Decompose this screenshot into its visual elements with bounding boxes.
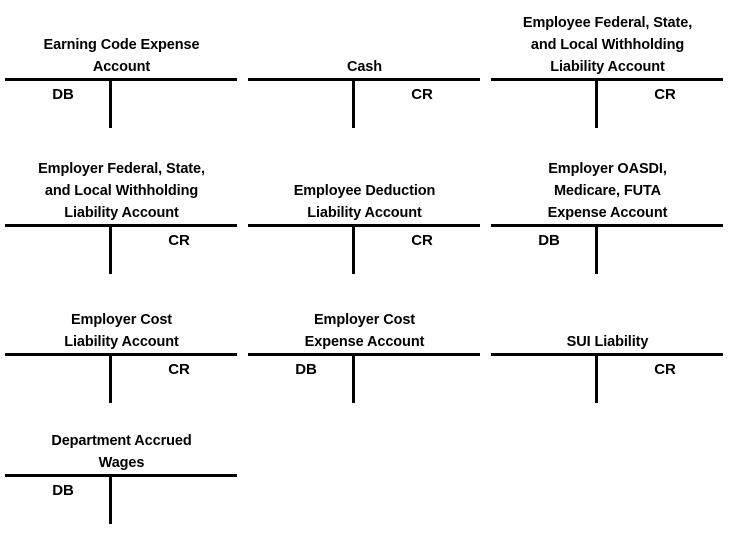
t-account-credit-label: CR: [411, 232, 433, 249]
t-account-title: Employee Deduction Liability Account: [293, 183, 436, 221]
t-account-title: SUI Liability: [566, 334, 649, 350]
t-account-center-stem: [108, 78, 112, 128]
t-account-entry-row: CR: [5, 226, 237, 256]
t-account-center-stem: [594, 78, 598, 128]
t-account-top-rule: [248, 224, 480, 227]
t-account-entry-row: CR: [248, 80, 480, 110]
t-account-credit-label: CR: [654, 86, 676, 103]
t-account-debit-label: DB: [295, 361, 317, 378]
t-account-entry-row: CR: [5, 355, 237, 385]
t-account-debit-label: DB: [52, 482, 74, 499]
t-account-entry-row: CR: [491, 80, 723, 110]
t-account-center-stem: [108, 224, 112, 274]
t-account-title: Employer Cost Liability Account: [64, 312, 179, 350]
t-account-entry-row: DB: [248, 355, 480, 385]
t-account-center-stem: [351, 224, 355, 274]
t-account-title: Employer OASDI, Medicare, FUTA Expense A…: [547, 161, 668, 221]
t-account-title: Earning Code Expense Account: [43, 37, 200, 75]
t-account-top-rule: [248, 353, 480, 356]
t-account-center-stem: [351, 353, 355, 403]
t-account-top-rule: [491, 353, 723, 356]
t-account-empty-slot: [486, 405, 729, 535]
t-account-employer-federal-state-local-withholding-liability-account: Employer Federal, State, and Local Withh…: [0, 140, 243, 280]
t-account-credit-label: CR: [168, 232, 190, 249]
t-account-employer-oasdi-medicare-futa-expense-account: Employer OASDI, Medicare, FUTA Expense A…: [486, 140, 729, 280]
t-account-entry-row: DB: [5, 80, 237, 110]
t-account-title: Employee Federal, State, and Local Withh…: [522, 15, 693, 75]
t-account-top-rule: [5, 224, 237, 227]
t-account-top-rule: [5, 353, 237, 356]
t-account-title: Employer Cost Expense Account: [304, 312, 425, 350]
t-account-credit-label: CR: [168, 361, 190, 378]
t-account-empty-slot: [243, 405, 486, 535]
t-account-entry-row: DB: [491, 226, 723, 256]
t-account-entry-row: DB: [5, 476, 237, 506]
t-account-top-rule: [5, 78, 237, 81]
t-account-center-stem: [594, 353, 598, 403]
t-account-title: Department Accrued Wages: [51, 433, 192, 471]
t-account-credit-label: CR: [411, 86, 433, 103]
t-account-title: Cash: [346, 59, 383, 75]
t-account-debit-label: DB: [52, 86, 74, 103]
t-account-center-stem: [594, 224, 598, 274]
t-account-top-rule: [248, 78, 480, 81]
t-account-debit-label: DB: [538, 232, 560, 249]
t-account-top-rule: [5, 474, 237, 477]
t-account-credit-label: CR: [654, 361, 676, 378]
t-account-top-rule: [491, 224, 723, 227]
t-account-title: Employer Federal, State, and Local Withh…: [38, 161, 205, 221]
t-account-entry-row: CR: [491, 355, 723, 385]
t-account-top-rule: [491, 78, 723, 81]
t-account-center-stem: [108, 353, 112, 403]
t-account-employee-federal-state-local-withholding-liability-account: Employee Federal, State, and Local Withh…: [486, 0, 729, 140]
t-account-center-stem: [108, 474, 112, 524]
t-account-entry-row: CR: [248, 226, 480, 256]
t-account-center-stem: [351, 78, 355, 128]
